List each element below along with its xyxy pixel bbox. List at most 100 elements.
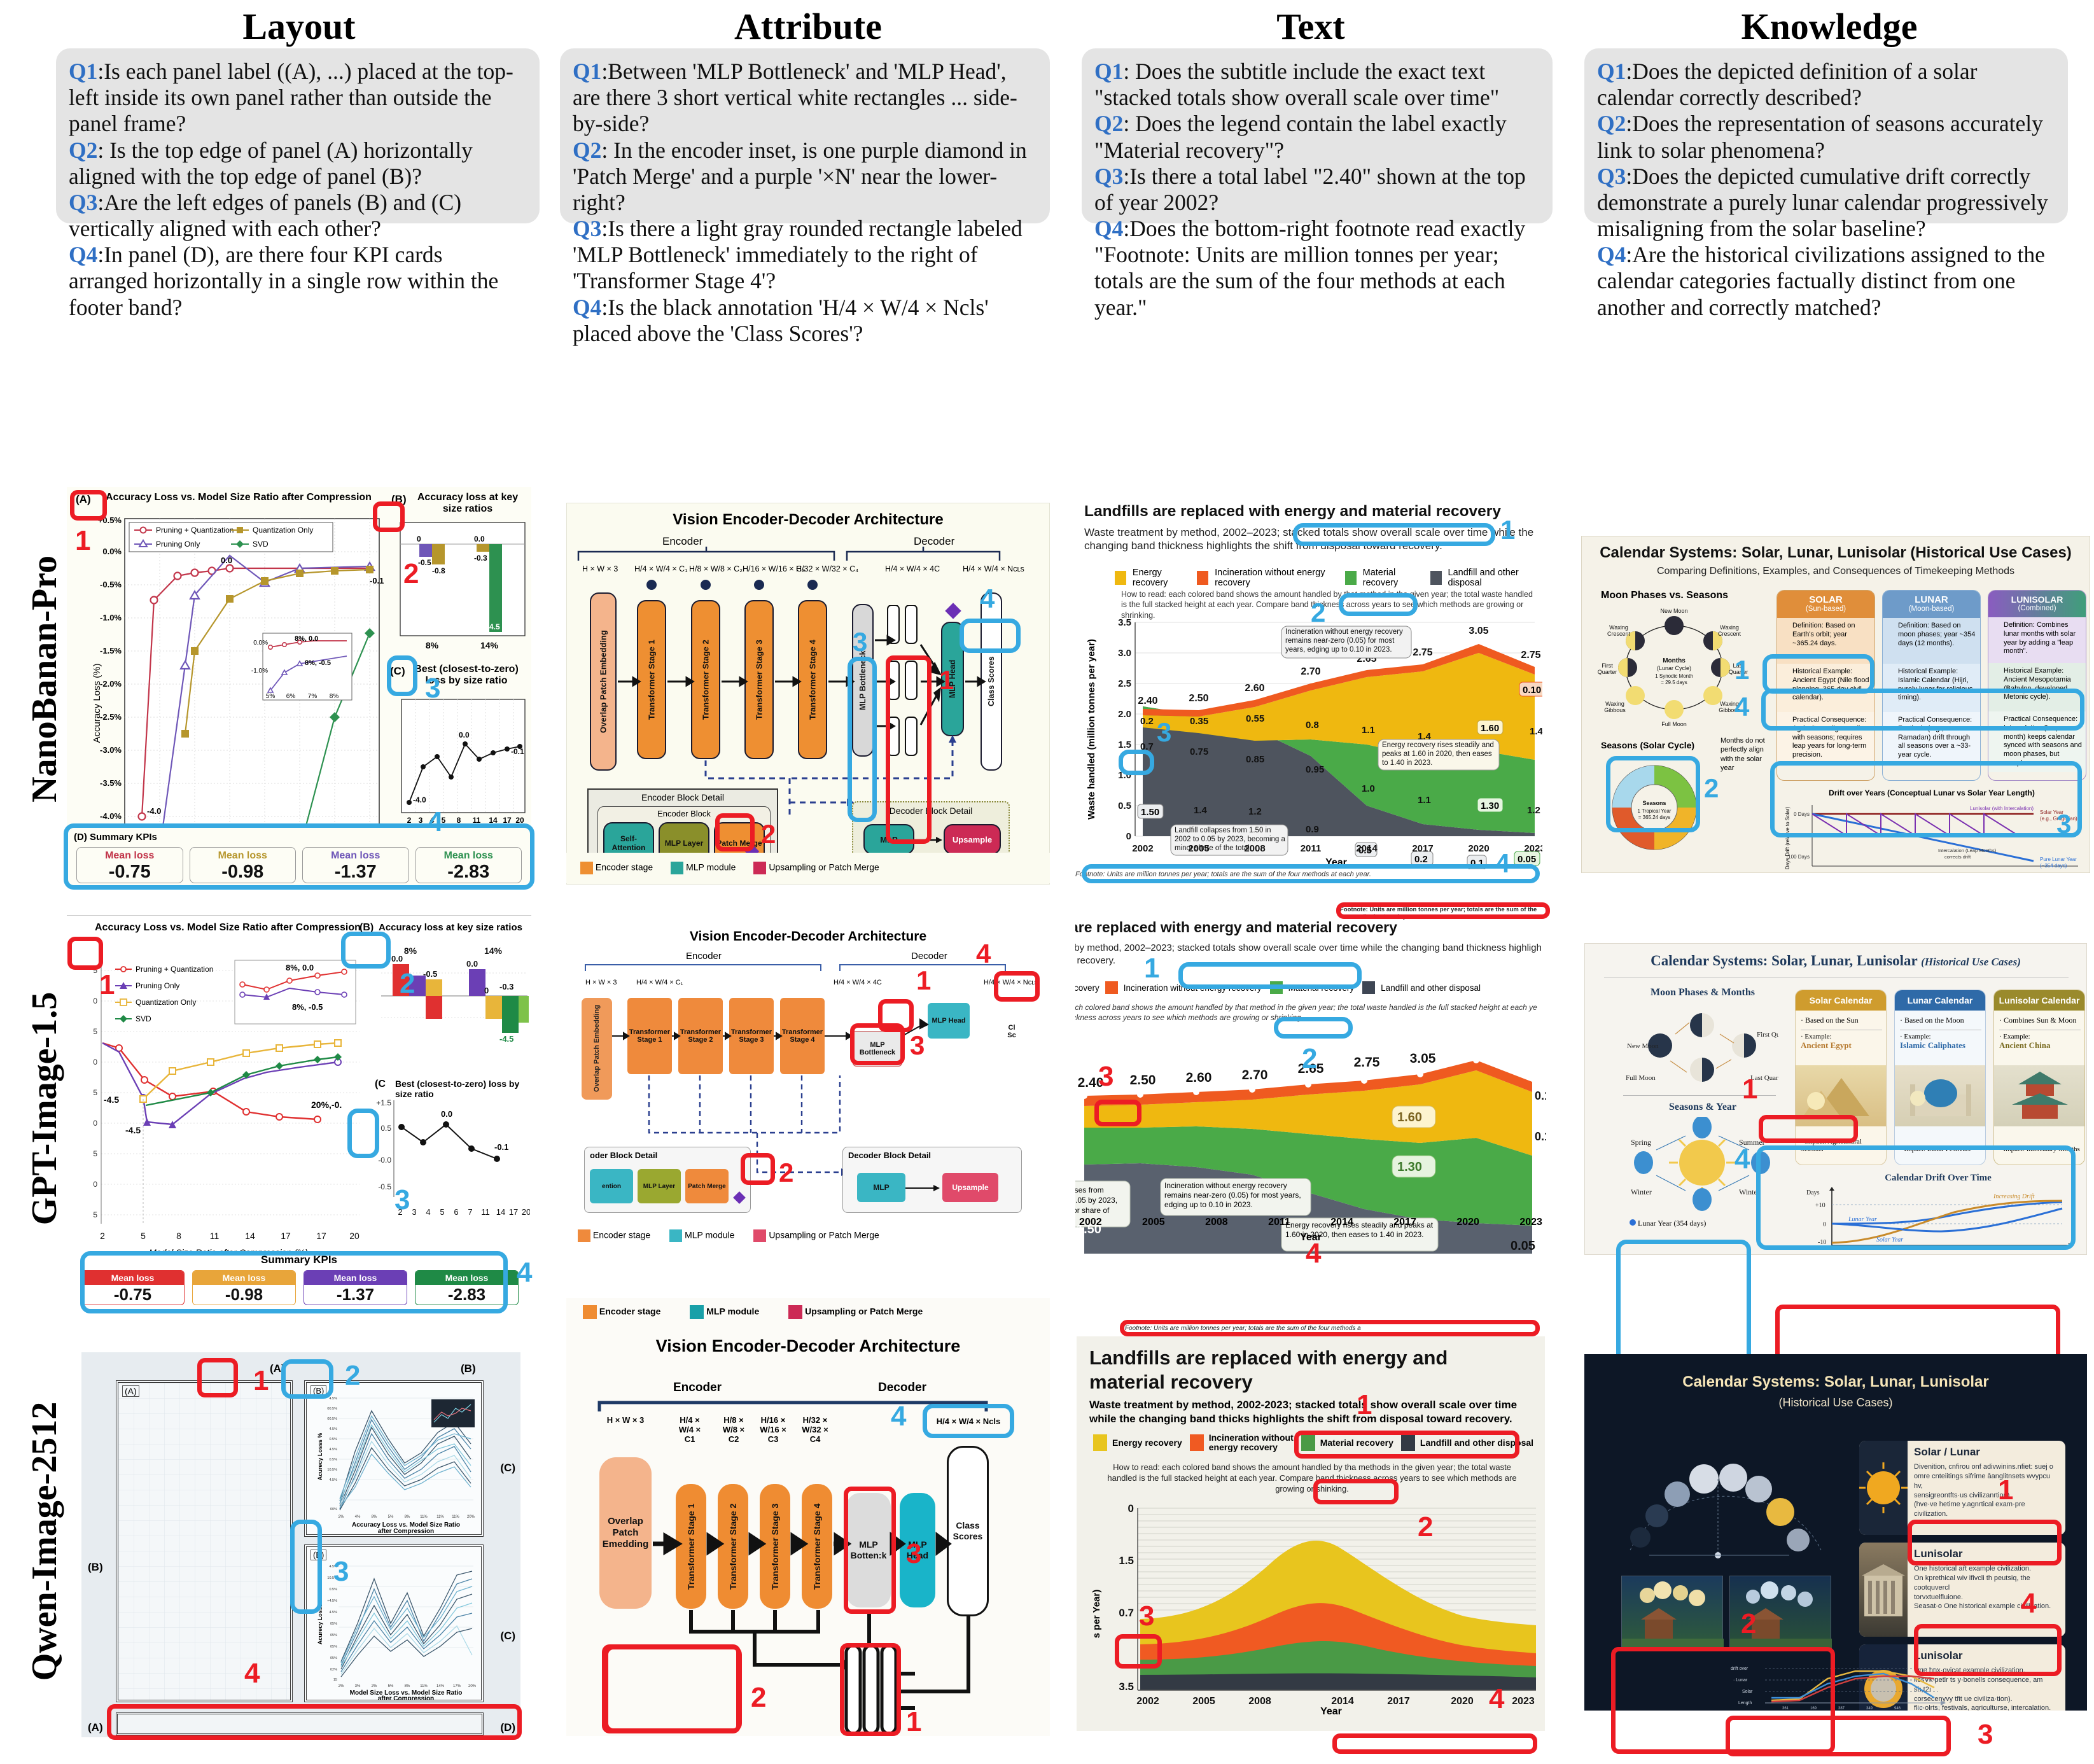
svg-text:+4.5%: +4.5% [327, 1599, 337, 1603]
svg-text:2020: 2020 [1468, 843, 1489, 854]
empty-panel-a: (A) [116, 1380, 293, 1702]
annotation-number-blue-3: 3 [425, 673, 441, 704]
annotation-number-red-4: 4 [976, 939, 991, 969]
total-label: 3.05 [1469, 626, 1488, 636]
card-line: On kprethical wiv ifivcli th рeutsiq, th… [1914, 1574, 2030, 1592]
point-label: 20%,-0. [311, 1100, 342, 1110]
annotation-number-red-1: 1 [916, 965, 932, 995]
question-box-layout: Q1:Is each panel label ((A), ...) placed… [56, 48, 540, 320]
svg-text:2008: 2008 [1244, 843, 1265, 854]
part-mlp-layer-r2: MLP Layer [638, 1169, 681, 1203]
summary-kpis-title: Summary KPIs [90, 832, 157, 843]
row-label-gptimage: GPT-Image-1.5 [25, 991, 64, 1226]
drift-axis-label: Days [1806, 1189, 1820, 1196]
svg-text:0.0%: 0.0% [253, 640, 268, 647]
legend-swatch-energy-recovery [1115, 571, 1126, 585]
point-label: 0.0 [441, 1109, 452, 1119]
point-label: -4.5 [104, 1095, 119, 1105]
svg-text:-100 Days: -100 Days [1787, 854, 1810, 860]
x-tick: 2008 [1248, 1696, 1271, 1707]
line-chart-r2-accuracy: Pruning + Quantization Pruning Only Quan… [93, 960, 359, 1257]
svg-text:-4.0%: -4.0% [100, 811, 122, 821]
svg-text:-0.0: -0.0 [378, 1156, 391, 1165]
svg-text:20%: 20% [468, 1684, 477, 1688]
kpi-label: Mean loss [415, 1271, 518, 1285]
card-header: Solar Calendar [1796, 990, 1886, 1011]
svg-text:5: 5 [141, 1231, 146, 1241]
svg-text:-4.0: -4.0 [413, 795, 426, 804]
card-example-label: · Example: [1900, 1033, 1931, 1040]
svg-text:+1.5: +1.5 [376, 1098, 391, 1107]
total-label: 3.05 [1410, 1051, 1436, 1066]
calendar-card-r3-2: Lunisolar One historical aŕt example civ… [1859, 1543, 2065, 1637]
annotation-energy-r2: Energy recovery rises steadily and peaks… [1285, 1221, 1434, 1239]
bracket-icons [577, 547, 1001, 561]
legend-label: Upsampling or Patch Merge [769, 1229, 879, 1240]
drift-series-label: Increasing Drift [1993, 1193, 2035, 1200]
card-example-label: · Example: [1801, 1033, 1832, 1040]
bar-category: 14% [484, 946, 503, 956]
season-label: Winter [1631, 1187, 1652, 1196]
purple-diamond-icon [733, 1191, 746, 1204]
annotation-number-blue-4: 4 [517, 1257, 533, 1288]
svg-text:0.5: 0.5 [380, 1124, 391, 1133]
drift-xtick: 946 [1894, 1707, 1901, 1711]
legend-label: Encoder stage [592, 1229, 651, 1240]
calendar-title-r2: Calendar Systems: Solar, Lunar, Lunisola… [1651, 953, 2021, 969]
svg-text:11%: 11% [420, 1515, 428, 1519]
drift-xtick: 349 [1866, 1707, 1873, 1711]
svg-text:05%: 05% [330, 1656, 337, 1660]
annotation-energy: Energy recovery rises steadily and peaks… [1382, 741, 1494, 767]
landfill-howto-r2: each colored band shows the amount handl… [1075, 1003, 1537, 1022]
svg-text:2011: 2011 [1301, 843, 1322, 854]
panel-label-outer-b: (B) [461, 1362, 476, 1375]
callout-value: 0.5 [1358, 845, 1372, 856]
svg-text:0.5%: 0.5% [329, 1438, 337, 1441]
callout-value: 1.30 [1481, 801, 1499, 811]
legend-swatch-mlp-module [671, 862, 684, 874]
question-item: Q2:Does the representation of seasons ac… [1597, 111, 2043, 163]
svg-text:5: 5 [93, 1149, 97, 1158]
landfill-title-r2: are replaced with energy and material re… [1075, 919, 1397, 935]
svg-text:1.5: 1.5 [1118, 739, 1131, 750]
x-tick: 2014 [1330, 1217, 1353, 1228]
svg-text:0 Days: 0 Days [1794, 811, 1810, 817]
footnote-r1: Footnote: Units are million tonnes per y… [1075, 871, 1371, 878]
arch-arrows-r2 [612, 1018, 929, 1176]
card-line1: · Based on the Moon [1900, 1016, 1964, 1025]
legend-swatch-encoder-stage [578, 1229, 590, 1242]
landfill-subtitle-r3-l2: while the changing band thicks highlight… [1089, 1413, 1512, 1425]
annotation-number-blue-2: 2 [1704, 773, 1719, 803]
cell-r3-layout: (A) (B) (C) (C) (B) (D) (A) (A) (B) [81, 1352, 520, 1737]
svg-text:1.0: 1.0 [1118, 770, 1131, 781]
drift-title-r2: Calendar Drift Over Time [1885, 1173, 1992, 1183]
moon-arc-diagram-r3 [1630, 1464, 1822, 1558]
block-transformer-stage-3-r2: Transformer Stage 3 [729, 998, 774, 1074]
legend-label: Upsampling or Patch Merge [769, 862, 879, 872]
bar-category: 8% [404, 946, 417, 956]
landfill-subtitle-r3-l1: Waste treatment by method, 2002-2023; st… [1089, 1399, 1518, 1411]
annotation-landfill-r2: llapses from [1075, 1186, 1104, 1194]
chart-title-key-ratios: Accuracy loss at key size ratios [417, 492, 519, 514]
svg-text:0: 0 [417, 535, 421, 543]
svg-text:11%: 11% [436, 1515, 444, 1519]
point-label: -0.1 [494, 1142, 508, 1152]
svg-text:-4.5: -4.5 [487, 622, 500, 631]
x-tick: 2002 [1079, 1217, 1102, 1228]
x-tick: 2017 [1387, 1696, 1410, 1707]
annotation-box-red-4 [1332, 1733, 1537, 1754]
cell-r3-knowledge: Calendar Systems: Solar, Lunar, Lunisola… [1584, 1354, 2087, 1711]
dim-label: H/4 × W/4 × 4C [885, 564, 940, 573]
chart-title-r2-accuracy: Accuracy Loss vs. Model Size Ratio after… [95, 922, 361, 933]
part-upsample-r2: Upsample [942, 1173, 998, 1202]
kpi-label: Mean loss [218, 850, 267, 861]
svg-text:2023: 2023 [1524, 843, 1542, 854]
svg-text:SVD: SVD [253, 540, 269, 549]
annotation-number-blue-4: 4 [980, 584, 995, 613]
moon-label: Last Quarter [1750, 1074, 1778, 1082]
annotation-number-red-1: 1 [939, 665, 954, 695]
calendar-card-lunisolar-r2: Lunisolar Calendar · Combines Sun & Moon… [1993, 990, 2085, 1165]
svg-text:2014: 2014 [1356, 843, 1378, 854]
band-label: 1.1 [1418, 795, 1431, 806]
moon-label: Waxing [1609, 624, 1628, 631]
